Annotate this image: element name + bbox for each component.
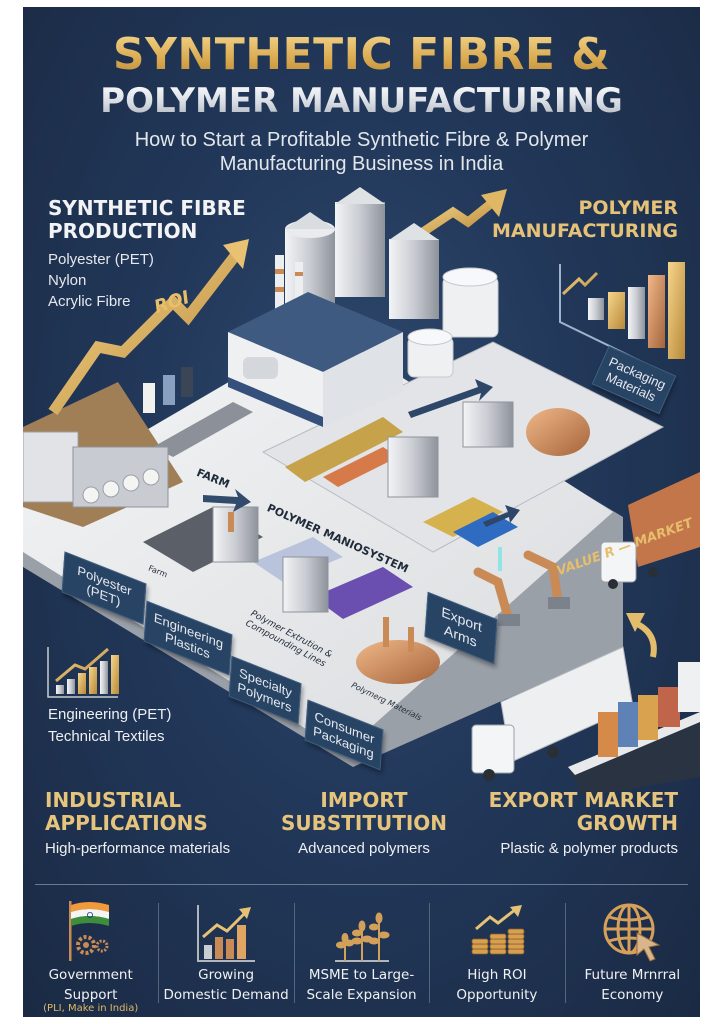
textile-bar-chart (47, 647, 119, 698)
industrial-applications-block: INDUSTRIAL APPLICATIONS High-performance… (45, 788, 231, 858)
fibre-item: Polyester (PET) (48, 251, 154, 268)
sprouting-plants-icon (294, 887, 429, 963)
fibre-type-list: Polyester (PET) Nylon Acrylic Fibre (48, 249, 154, 312)
polymer-manufacturing-heading: POLYMER MANUFACTURING (492, 197, 678, 242)
benefit-growing-demand: Growing Domestic Demand (158, 887, 293, 1017)
fibre-item: Acrylic Fibre (48, 293, 131, 310)
footer-divider (35, 884, 688, 885)
footer-benefits: Government Support (PLI, Make in India) … (23, 887, 700, 1017)
benefit-msme-expansion: MSME to Large- Scale Expansion (293, 887, 429, 1017)
subtitle-line2: Manufacturing Business in India (219, 153, 504, 175)
cargo-ship (568, 662, 700, 797)
copper-boiler (356, 640, 440, 684)
roi-arrow (48, 248, 243, 416)
benefit-government-support: Government Support (PLI, Make in India) (23, 887, 158, 1017)
technical-textiles-text: Engineering (PET) Technical Textiles (48, 706, 172, 745)
benefit-future-economy: Future Mrnrral Economy (564, 887, 700, 1017)
robotic-arms (473, 550, 563, 622)
synthetic-fibre-heading: SYNTHETIC FIBRE PRODUCTION (48, 196, 246, 243)
import-substitution-block: IMPORT SUBSTITUTION Advanced polymers (280, 788, 448, 858)
silos (285, 187, 499, 378)
growth-bar-chart-icon (158, 887, 293, 963)
main-title-line1: SYNTHETIC FIBRE & (23, 29, 700, 80)
factory-building (228, 292, 403, 427)
benefit-high-roi: High ROI Opportunity (429, 887, 564, 1017)
export-market-growth-block: EXPORT MARKET GROWTH Plastic & polymer p… (488, 788, 678, 858)
fibre-item: Nylon (48, 272, 87, 289)
india-flag-gears-icon (23, 887, 158, 963)
main-title-line2: POLYMER MANUFACTURING (23, 81, 700, 121)
subtitle-line1: How to Start a Profitable Synthetic Fibr… (134, 129, 589, 151)
subtitle: How to Start a Profitable Synthetic Fibr… (23, 128, 700, 176)
factory-illustration (23, 187, 700, 797)
truck-top (600, 472, 700, 589)
coin-stacks-growth-icon (429, 887, 564, 963)
infographic-poster: SYNTHETIC FIBRE & POLYMER MANUFACTURING … (23, 7, 700, 1017)
globe-cursor-icon (565, 887, 700, 963)
truck-bottom (471, 646, 634, 781)
